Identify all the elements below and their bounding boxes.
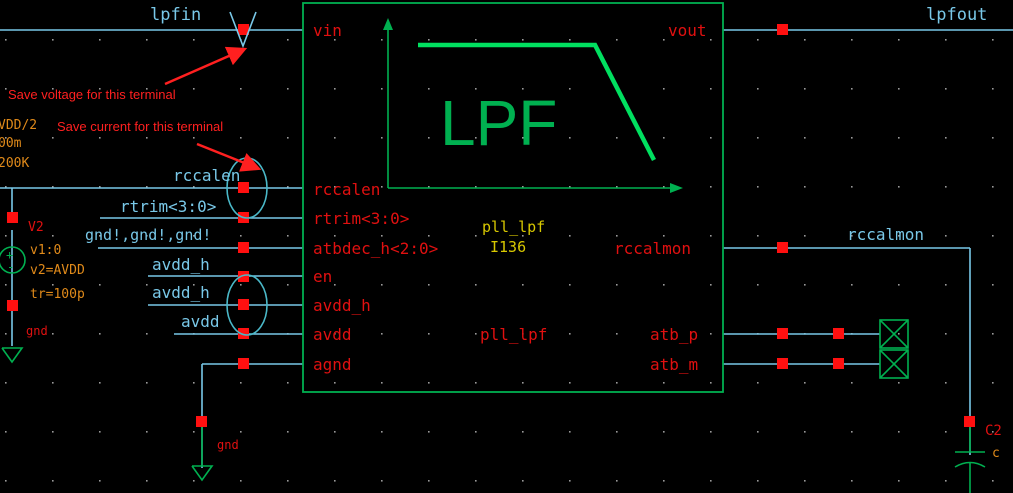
param-1: VDD/2 [0, 118, 37, 133]
pin-label-rccalen: rccalen [313, 180, 380, 199]
source-tr: tr=100p [30, 287, 85, 302]
net-label-rccalmon: rccalmon [847, 225, 924, 244]
source-v2: v2=AVDD [30, 263, 85, 278]
current-annotation: Save current for this terminal [57, 119, 223, 134]
param-2: 00m [0, 136, 22, 151]
lpf-symbol-text: LPF [440, 87, 557, 159]
probe-marker-avdd [226, 274, 268, 336]
pin-label-vin: vin [313, 21, 342, 40]
pin-label-avdd: avdd [313, 325, 352, 344]
y-axis-arrow [383, 18, 393, 30]
net-label-atbdec: gnd!,gnd!,gnd! [85, 226, 211, 244]
svg-text:-: - [7, 260, 14, 274]
ground-icon [191, 465, 214, 482]
pin-label-vout: vout [668, 21, 707, 40]
bottom-gnd-label: gnd [217, 438, 239, 452]
source-gnd-label: gnd [26, 324, 48, 338]
svg-text:+: + [6, 248, 13, 262]
lowpass-curve [418, 42, 657, 162]
net-label-avdd-h-2: avdd_h [152, 283, 210, 302]
pin-label-rtrim: rtrim<3:0> [313, 209, 409, 228]
pins [7, 24, 975, 427]
source-v1: v1:0 [30, 243, 61, 258]
cap-name: C2 [985, 423, 1002, 439]
pin-label-rccalmon: rccalmon [614, 239, 691, 258]
instance-cell-name: pll_lpf [482, 218, 545, 236]
pin-label-atb-m: atb_m [650, 355, 698, 374]
net-label-rtrim: rtrim<3:0> [120, 197, 216, 216]
lpf-block[interactable] [302, 2, 724, 393]
cell-label: pll_lpf [480, 325, 547, 344]
voltage-source-icon[interactable] [0, 246, 26, 274]
current-annotation-arrow [196, 142, 262, 172]
net-label-lpfout: lpfout [926, 5, 987, 25]
net-label-rccalen: rccalen [173, 166, 240, 185]
noconn-icons [879, 319, 909, 379]
pin-label-agnd: agnd [313, 355, 352, 374]
net-label-avdd-h-1: avdd_h [152, 255, 210, 274]
voltage-annotation: Save voltage for this terminal [8, 87, 176, 102]
param-3: 200K [0, 156, 29, 171]
x-axis-arrow [670, 183, 683, 193]
source-name: V2 [28, 220, 44, 235]
voltage-annotation-arrow [164, 46, 248, 86]
ground-icon [1, 347, 24, 364]
input-port-icon [229, 11, 257, 49]
capacitor-icon[interactable] [954, 427, 986, 493]
ground-symbols [1, 347, 214, 482]
cap-value: c [992, 446, 1000, 461]
net-label-lpfin: lpfin [150, 5, 201, 25]
net-label-avdd: avdd [181, 312, 220, 331]
instance-name: I136 [490, 238, 526, 256]
pin-label-atb-p: atb_p [650, 325, 698, 344]
bode-axes [387, 22, 680, 189]
pin-label-en: en [313, 267, 332, 286]
pin-label-avdd-h: avdd_h [313, 296, 371, 315]
pin-label-atbdec: atbdec_h<2:0> [313, 239, 438, 258]
